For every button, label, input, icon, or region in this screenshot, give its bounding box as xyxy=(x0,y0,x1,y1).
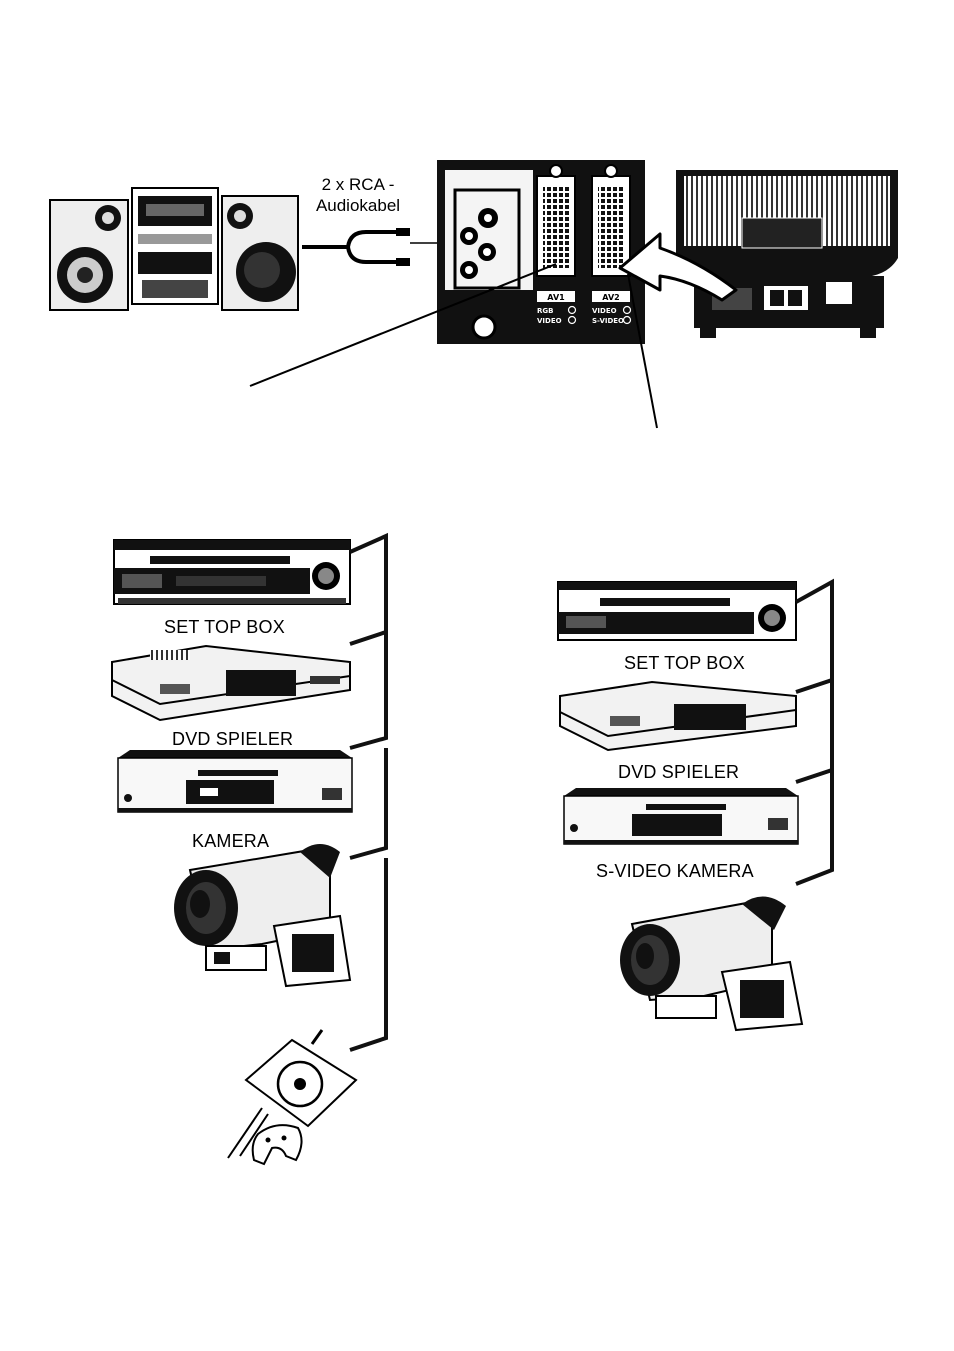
left-camera-label: KAMERA xyxy=(192,831,269,852)
left-group-bracket xyxy=(350,536,386,1050)
av2-label: AV2 xyxy=(602,293,619,302)
camcorder-icon-right xyxy=(620,896,802,1030)
vcr-icon-right xyxy=(558,582,796,640)
cable-label-line1: 2 x RCA - xyxy=(302,174,414,195)
stereo-system-icon xyxy=(50,188,298,310)
vcr-icon-left xyxy=(114,540,350,604)
right-dvd-player-label: DVD SPIELER xyxy=(618,762,739,783)
right-set-top-box-label: SET TOP BOX xyxy=(624,653,745,674)
camcorder-icon-left xyxy=(174,844,350,986)
game-console-icon xyxy=(228,1030,356,1164)
av1-rgb-label: RGB xyxy=(537,307,553,315)
right-svideo-camera-label: S-VIDEO KAMERA xyxy=(596,861,754,882)
set-top-box-icon-left xyxy=(112,646,350,720)
set-top-box-icon-right xyxy=(560,682,796,750)
left-dvd-player-label: DVD SPIELER xyxy=(172,729,293,750)
av2-video-label: VIDEO xyxy=(592,307,617,315)
av1-label: AV1 xyxy=(547,293,565,302)
cable-label: 2 x RCA - Audiokabel xyxy=(302,174,414,216)
left-set-top-box-label: SET TOP BOX xyxy=(164,617,285,638)
right-group-bracket xyxy=(796,582,832,884)
av2-svideo-label: S-VIDEO xyxy=(592,317,624,325)
dvd-player-icon-left xyxy=(118,750,352,812)
cable-label-line2: Audiokabel xyxy=(302,195,414,216)
tv-rear-icon xyxy=(676,170,898,338)
av1-video-label: VIDEO xyxy=(537,317,562,325)
dvd-player-icon-right xyxy=(564,788,798,844)
